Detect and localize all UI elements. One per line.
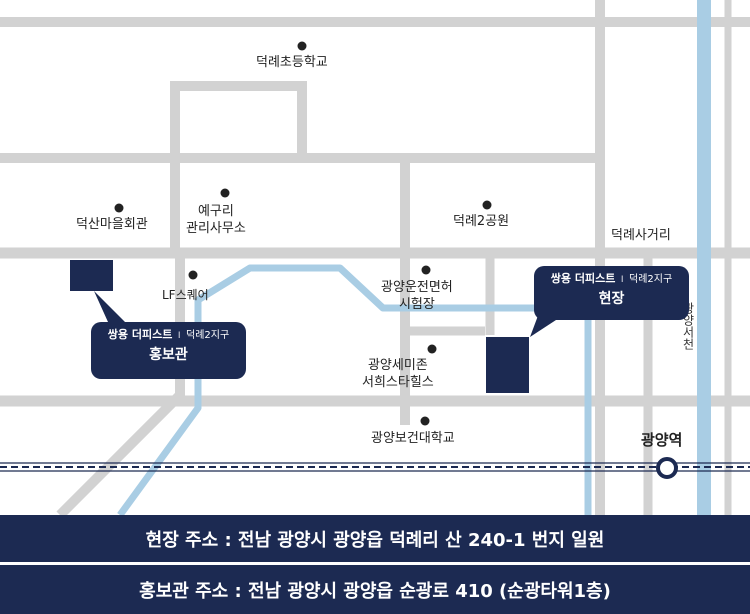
promo-callout-label: 홍보관	[149, 347, 188, 363]
site-callout-separator: I	[620, 275, 624, 285]
address-divider	[0, 562, 750, 565]
site-callout-brand: 쌍용 더피스트	[550, 272, 616, 285]
promo-callout: 쌍용 더피스트 I 덕례2지구 홍보관	[91, 322, 246, 379]
place-dots	[114, 41, 492, 426]
promo-address-bar: 홍보관 주소 : 전남 광양시 광양읍 순광로 410 (순광타워1층)	[0, 565, 750, 614]
promo-callout-district: 덕례2지구	[186, 330, 230, 341]
place-label-health-college: 광양보건대학교	[371, 431, 455, 446]
place-label-driving-test-center: 광양운전면허 시험장	[381, 280, 453, 312]
site-callout-pointer	[530, 305, 556, 337]
place-label-semizone-apartment: 광양세미존 서희스타힐스	[362, 358, 434, 390]
place-label-yeguri-office: 예구리 관리사무소	[186, 204, 246, 236]
site-callout-district: 덕례2지구	[629, 274, 673, 285]
site-marker	[486, 337, 529, 393]
station-label: 광양역	[641, 431, 683, 449]
railway	[0, 462, 750, 472]
site-callout: 쌍용 더피스트 I 덕례2지구 현장	[534, 266, 689, 320]
promo-hall-marker	[70, 260, 113, 291]
station-marker	[656, 457, 678, 479]
promo-callout-pointer	[94, 291, 125, 322]
place-label-duklye-elementary: 덕례초등학교	[256, 55, 328, 70]
place-label-duklye2-park: 덕례2공원	[453, 214, 510, 229]
place-label-lf-square: LF스퀘어	[162, 288, 209, 302]
site-address-bar: 현장 주소 : 전남 광양시 광양읍 덕례리 산 240-1 번지 일원	[0, 515, 750, 562]
promo-callout-brand: 쌍용 더피스트	[107, 328, 173, 341]
site-callout-label: 현장	[598, 291, 625, 307]
promo-callout-separator: I	[177, 331, 181, 341]
place-label-duklye-intersection: 덕례사거리	[611, 228, 671, 243]
place-label-duksan-village-hall: 덕산마을회관	[76, 217, 148, 232]
